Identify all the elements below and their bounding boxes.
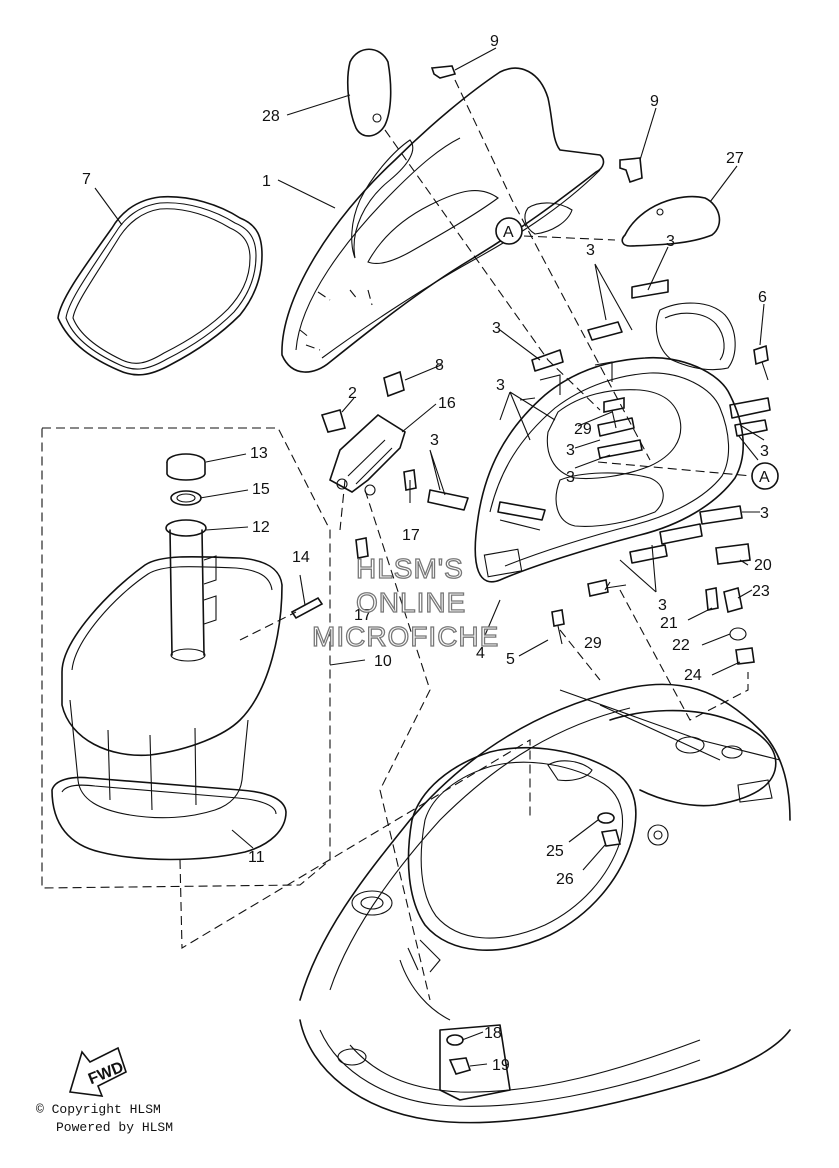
leader-lines bbox=[94, 47, 765, 1067]
label-3i: 3 bbox=[760, 505, 769, 522]
filler-neck-12 bbox=[165, 519, 217, 662]
bracket-8 bbox=[383, 370, 405, 398]
svg-text:MICROFICHE: MICROFICHE bbox=[312, 621, 499, 652]
label-27: 27 bbox=[726, 150, 744, 167]
label-29b: 29 bbox=[584, 635, 602, 652]
callout-a-top: A bbox=[495, 217, 523, 245]
label-4: 4 bbox=[476, 645, 485, 662]
decals-3 bbox=[427, 279, 771, 564]
storage-compartment bbox=[474, 302, 744, 583]
o-ring-15 bbox=[170, 490, 202, 506]
powered-by-text: Powered by HLSM bbox=[56, 1120, 174, 1135]
cover-plate-27 bbox=[621, 195, 721, 247]
label-20: 20 bbox=[754, 557, 772, 574]
label-11: 11 bbox=[248, 849, 265, 866]
label-5: 5 bbox=[506, 651, 515, 668]
callout-a-right: A bbox=[751, 462, 779, 490]
watermark: HLSM'S ONLINE MICROFICHE bbox=[311, 552, 499, 652]
label-22: 22 bbox=[672, 637, 690, 654]
label-3e: 3 bbox=[430, 432, 439, 449]
hinge-16 bbox=[329, 413, 406, 496]
label-9b: 9 bbox=[650, 93, 659, 110]
label-29a: 29 bbox=[574, 421, 592, 438]
cap-13 bbox=[166, 453, 206, 481]
hatch-cover bbox=[281, 67, 605, 373]
washer-18 bbox=[446, 1034, 464, 1046]
clip-9-right bbox=[619, 157, 643, 184]
bracket-2 bbox=[320, 409, 346, 433]
fwd-arrow-icon: FWD bbox=[68, 1046, 127, 1097]
label-15: 15 bbox=[252, 481, 270, 498]
label-3b: 3 bbox=[666, 233, 675, 250]
svg-text:A: A bbox=[503, 224, 514, 241]
label-28: 28 bbox=[262, 108, 280, 125]
label-3j: 3 bbox=[658, 597, 667, 614]
label-12: 12 bbox=[252, 519, 270, 536]
svg-text:ONLINE: ONLINE bbox=[356, 587, 466, 618]
nut-26 bbox=[600, 829, 622, 847]
pin-14 bbox=[290, 596, 324, 620]
clip-9-top bbox=[430, 65, 457, 79]
label-21: 21 bbox=[660, 615, 678, 632]
label-2: 2 bbox=[348, 385, 357, 402]
svg-text:A: A bbox=[759, 469, 770, 486]
label-25: 25 bbox=[546, 843, 564, 860]
gasket-seal bbox=[57, 195, 263, 376]
label-3c: 3 bbox=[492, 320, 501, 337]
filler-basin bbox=[51, 555, 287, 861]
label-19: 19 bbox=[492, 1057, 510, 1074]
label-13: 13 bbox=[250, 445, 268, 462]
fasteners bbox=[355, 344, 769, 665]
copyright-text: © Copyright HLSM bbox=[36, 1102, 161, 1117]
svg-text:HLSM'S: HLSM'S bbox=[356, 553, 464, 584]
nut-19 bbox=[448, 1057, 472, 1075]
label-8: 8 bbox=[435, 357, 444, 374]
hull-deck bbox=[299, 683, 791, 1124]
label-10: 10 bbox=[374, 653, 392, 670]
label-3h: 3 bbox=[760, 443, 769, 460]
label-23: 23 bbox=[752, 583, 770, 600]
cover-28 bbox=[346, 48, 392, 137]
label-3d: 3 bbox=[496, 377, 505, 394]
washer-25 bbox=[597, 812, 615, 824]
part-labels: 1 2 3 3 3 3 3 3 3 3 3 3 4 5 6 7 8 9 9 10… bbox=[82, 33, 772, 1074]
label-9a: 9 bbox=[490, 33, 499, 50]
label-6: 6 bbox=[758, 289, 767, 306]
label-26: 26 bbox=[556, 871, 574, 888]
label-17b: 17 bbox=[354, 607, 372, 624]
label-3f: 3 bbox=[566, 442, 575, 459]
label-17a: 17 bbox=[402, 527, 420, 544]
label-16: 16 bbox=[438, 395, 456, 412]
label-3a: 3 bbox=[586, 242, 595, 259]
label-1: 1 bbox=[262, 173, 271, 190]
label-18: 18 bbox=[484, 1025, 502, 1042]
label-7: 7 bbox=[82, 171, 91, 188]
label-3g: 3 bbox=[566, 469, 575, 486]
label-24: 24 bbox=[684, 667, 702, 684]
label-14: 14 bbox=[292, 549, 310, 566]
